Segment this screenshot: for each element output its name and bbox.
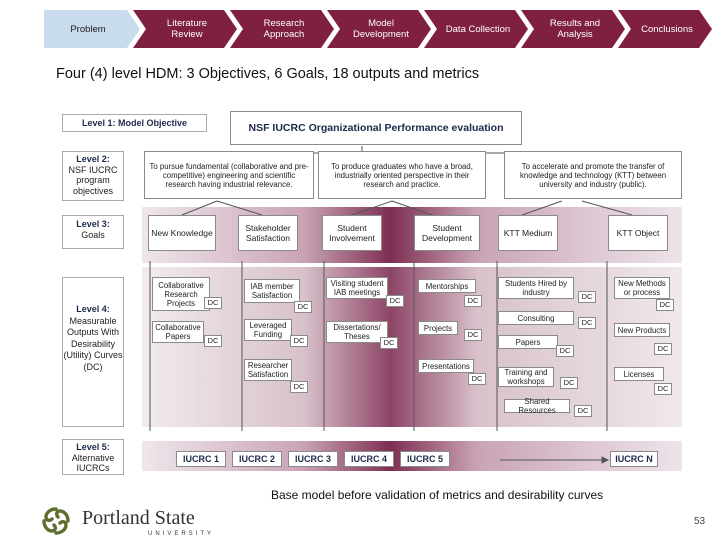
level3-band bbox=[142, 207, 682, 263]
process-step-model-development[interactable]: Model Development bbox=[327, 10, 431, 48]
output-mentorships: Mentorships bbox=[418, 279, 476, 293]
process-step-data-collection[interactable]: Data Collection bbox=[424, 10, 528, 48]
alternative-iucrc-n: IUCRC N bbox=[610, 451, 658, 467]
goal-stakeholder-satisfaction: Stakeholder Satisfaction bbox=[238, 215, 298, 251]
output-collab-research-projects: Collaborative Research Projects bbox=[152, 277, 210, 311]
university-subtitle: UNIVERSITY bbox=[148, 531, 215, 537]
dc-badge: DC bbox=[556, 345, 574, 357]
dc-badge: DC bbox=[464, 329, 482, 341]
level2-label: Level 2: NSF IUCRC program objectives bbox=[62, 151, 124, 201]
output-researcher-satisfaction: Researcher Satisfaction bbox=[244, 359, 292, 381]
process-step-literature-review[interactable]: Literature Review bbox=[133, 10, 237, 48]
output-consulting: Consulting bbox=[498, 311, 574, 325]
process-step-conclusions[interactable]: Conclusions bbox=[618, 10, 712, 48]
output-new-products: New Products bbox=[614, 323, 670, 337]
dc-badge: DC bbox=[380, 337, 398, 349]
psu-logo-icon bbox=[42, 507, 70, 535]
output-licenses: Licenses bbox=[614, 367, 664, 381]
university-name: Portland State bbox=[82, 507, 195, 529]
dc-badge: DC bbox=[654, 383, 672, 395]
dc-badge: DC bbox=[654, 343, 672, 355]
alternative-iucrc-4: IUCRC 4 bbox=[344, 451, 394, 467]
output-dissertations: Dissertations/ Theses bbox=[326, 321, 388, 343]
level4-label: Level 4: Measurable Outputs With Desirab… bbox=[62, 277, 124, 427]
goal-ktt-medium: KTT Medium bbox=[498, 215, 558, 251]
dc-badge: DC bbox=[578, 291, 596, 303]
dc-badge: DC bbox=[294, 301, 312, 313]
output-projects: Projects bbox=[418, 321, 458, 335]
goal-ktt-object: KTT Object bbox=[608, 215, 668, 251]
goal-new-knowledge: New Knowledge bbox=[148, 215, 216, 251]
output-shared-resources: Shared Resources bbox=[504, 397, 570, 415]
goal-student-development: Student Development bbox=[414, 215, 480, 251]
output-visiting-student: Visiting student IAB meetings bbox=[326, 277, 388, 299]
dc-badge: DC bbox=[464, 295, 482, 307]
alternative-iucrc-2: IUCRC 2 bbox=[232, 451, 282, 467]
goal-student-involvement: Student Involvement bbox=[322, 215, 382, 251]
slide-subtitle: Four (4) level HDM: 3 Objectives, 6 Goal… bbox=[56, 66, 480, 82]
process-step-research-approach[interactable]: Research Approach bbox=[230, 10, 334, 48]
dc-badge: DC bbox=[290, 381, 308, 393]
output-students-hired: Students Hired by industry bbox=[498, 277, 574, 299]
hdm-diagram: Level 1: Model Objective NSF IUCRC Organ… bbox=[62, 111, 686, 479]
diagram-caption: Base model before validation of metrics … bbox=[271, 488, 604, 502]
output-training-workshops: Training and workshops bbox=[498, 367, 554, 387]
level2-objective-ktt: To accelerate and promote the transfer o… bbox=[504, 151, 682, 199]
dc-badge: DC bbox=[656, 299, 674, 311]
alternative-iucrc-3: IUCRC 3 bbox=[288, 451, 338, 467]
level1-label: Level 1: Model Objective bbox=[62, 114, 207, 132]
alternative-iucrc-1: IUCRC 1 bbox=[176, 451, 226, 467]
dc-badge: DC bbox=[574, 405, 592, 417]
dc-badge: DC bbox=[468, 373, 486, 385]
output-presentations: Presentations bbox=[418, 359, 474, 373]
output-leveraged-funding: Leveraged Funding bbox=[244, 319, 292, 341]
level5-label: Level 5: Alternative IUCRCs bbox=[62, 439, 124, 475]
output-collab-papers: Collaborative Papers bbox=[152, 321, 204, 343]
level2-objective-graduates: To produce graduates who have a broad, i… bbox=[318, 151, 486, 199]
output-iab-satisfaction: IAB member Satisfaction bbox=[244, 279, 300, 303]
output-papers: Papers bbox=[498, 335, 558, 349]
level2-objective-research: To pursue fundamental (collaborative and… bbox=[144, 151, 314, 199]
process-step-problem[interactable]: Problem bbox=[44, 10, 140, 48]
output-new-methods: New Methods or process bbox=[614, 277, 670, 299]
level1-objective: NSF IUCRC Organizational Performance eva… bbox=[230, 111, 522, 145]
level3-label: Level 3: Goals bbox=[62, 215, 124, 249]
page-number: 53 bbox=[694, 516, 706, 527]
dc-badge: DC bbox=[578, 317, 596, 329]
dc-badge: DC bbox=[290, 335, 308, 347]
alternative-iucrc-5: IUCRC 5 bbox=[400, 451, 450, 467]
dc-badge: DC bbox=[204, 297, 222, 309]
dc-badge: DC bbox=[386, 295, 404, 307]
dc-badge: DC bbox=[560, 377, 578, 389]
process-step-results-analysis[interactable]: Results and Analysis bbox=[521, 10, 625, 48]
dc-badge: DC bbox=[204, 335, 222, 347]
